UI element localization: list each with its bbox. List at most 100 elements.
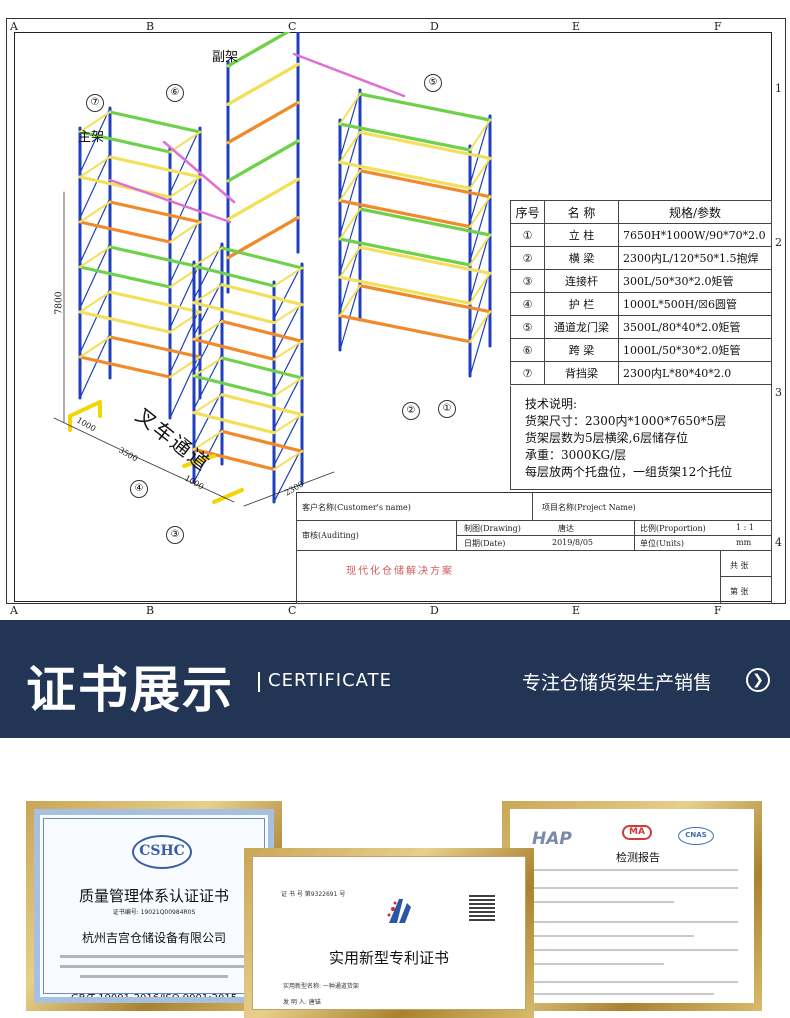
rack-beam	[226, 32, 291, 68]
rack-beam	[220, 246, 304, 270]
row-number: 3	[775, 386, 782, 399]
rack-bracing	[339, 204, 361, 274]
spec-name: 跨 梁	[544, 338, 619, 362]
spec-no: ②	[510, 246, 545, 270]
report-line	[532, 993, 714, 995]
certificate-banner: 证书展示 CERTIFICATE 专注仓储货架生产销售 ❯	[0, 620, 790, 738]
report-line	[532, 963, 664, 965]
header-no: 序号	[510, 200, 545, 224]
tb-project: 项目名称(Project Name)	[542, 503, 636, 512]
rack-beam	[226, 101, 300, 145]
header-name: 名 称	[544, 200, 619, 224]
rack-bracing	[193, 426, 223, 483]
rack-beam	[226, 177, 300, 221]
spec-name: 连接杆	[544, 269, 619, 293]
chevron-right-icon[interactable]: ❯	[746, 668, 770, 692]
certificates-gallery: CSHC 质量管理体系认证证书 证书编号: 19021Q00984R0S 杭州吉…	[0, 738, 790, 1018]
col-letter-bottom: D	[430, 604, 439, 617]
rack-beam	[338, 122, 472, 152]
rack-beam	[108, 155, 202, 179]
rack-cross-beam	[79, 246, 111, 268]
title-block-border	[296, 492, 772, 604]
tb-customer: 客户名称(Customer's name)	[302, 503, 411, 512]
rack-beam	[192, 264, 276, 288]
banner-tagline: 专注仓储货架生产销售	[522, 672, 713, 694]
rack-beam	[226, 62, 300, 106]
callout-5: ⑤	[424, 74, 442, 92]
guard-rail	[182, 454, 216, 468]
rack-beam	[78, 220, 172, 244]
title-block: 客户名称(Customer's name) 项目名称(Project Name)…	[296, 492, 772, 604]
sub-frame-label: 副架	[212, 50, 239, 65]
tb-proportion: 比例(Proportion)	[640, 524, 706, 533]
tb-total: 共 张	[730, 561, 749, 570]
tech-title: 技术说明:	[525, 397, 578, 411]
fine-print-line	[60, 965, 248, 968]
rack-bracing	[79, 332, 111, 399]
patent-number: 证 书 号 第9322691 号	[281, 891, 346, 898]
ma-logo-icon: MA	[622, 825, 652, 840]
rack-beam	[108, 110, 202, 134]
rack-bracing	[469, 192, 491, 262]
tb-line	[634, 520, 635, 550]
tb-slogan: 现代化仓储解决方案	[346, 566, 454, 577]
callout-3: ③	[166, 526, 184, 544]
tb-ratio: 1 : 1	[736, 523, 754, 532]
rack-cross-beam	[339, 169, 361, 202]
rack-cross-beam	[273, 450, 303, 471]
rack-beam	[338, 275, 472, 305]
rack-cross-beam	[469, 310, 491, 343]
spec-name: 立 柱	[544, 223, 619, 247]
tb-units: 单位(Units)	[640, 539, 685, 548]
rack-beam	[108, 245, 202, 269]
dimension-line	[133, 455, 235, 503]
rack-beam	[358, 130, 492, 160]
rack-cross-beam	[79, 201, 111, 223]
banner-subtitle: CERTIFICATE	[268, 670, 392, 691]
rack-cross-beam	[273, 340, 303, 361]
col-letter-top: F	[714, 20, 722, 33]
inspection-report[interactable]: HAP MA CNAS 检测报告	[502, 801, 762, 1011]
rack-cross-beam	[193, 247, 223, 267]
rack-cross-beam	[169, 131, 201, 153]
spec-name: 横 梁	[544, 246, 619, 270]
rack-beam	[220, 429, 304, 453]
dimension-line	[243, 471, 335, 507]
rack-cross-beam	[193, 357, 223, 377]
callout-4: ④	[130, 480, 148, 498]
tb-sheet: 第 张	[730, 587, 749, 596]
tb-line	[296, 520, 772, 521]
rack-bracing	[193, 316, 223, 373]
spec-value: 7650H*1000W/90*70*2.0	[618, 223, 772, 247]
spec-name: 通道龙门梁	[544, 315, 619, 339]
spec-value: 2300内L*80*40*2.0	[618, 361, 772, 385]
rack-cross-beam	[469, 195, 491, 228]
patent-line: 发 明 人: 唐锚	[283, 999, 321, 1006]
rack-bracing	[79, 152, 111, 219]
header-spec: 规格/参数	[618, 200, 772, 224]
rack-isometric-illustration	[53, 32, 492, 507]
inspection-report-paper: HAP MA CNAS 检测报告	[510, 809, 754, 1003]
rack-beam	[338, 160, 472, 190]
patent-certificate[interactable]: 证 书 号 第9322691 号 实用新型专利证书 实用新型名称: 一种通道货架…	[244, 848, 534, 1018]
spec-value: 2300内L/120*50*1.5抱焊	[618, 246, 772, 270]
rack-bracing	[273, 263, 303, 320]
col-letter-top: E	[572, 20, 581, 33]
rack-beam	[78, 265, 172, 289]
rack-beam	[78, 310, 172, 334]
report-line	[532, 887, 738, 889]
tb-line	[720, 576, 772, 577]
rack-beam	[78, 175, 172, 199]
rack-bracing	[469, 268, 491, 339]
quality-cert-company: 杭州吉宫仓储设备有限公司	[81, 931, 226, 945]
col-letter-top: D	[430, 20, 439, 33]
rack-beam	[108, 200, 202, 224]
gantry-beam	[108, 178, 232, 224]
hap-logo-icon: HAP	[532, 829, 572, 849]
spec-no: ①	[510, 223, 545, 247]
rack-bracing	[469, 153, 491, 224]
rack-bracing	[273, 336, 303, 393]
row-number: 1	[775, 82, 782, 95]
